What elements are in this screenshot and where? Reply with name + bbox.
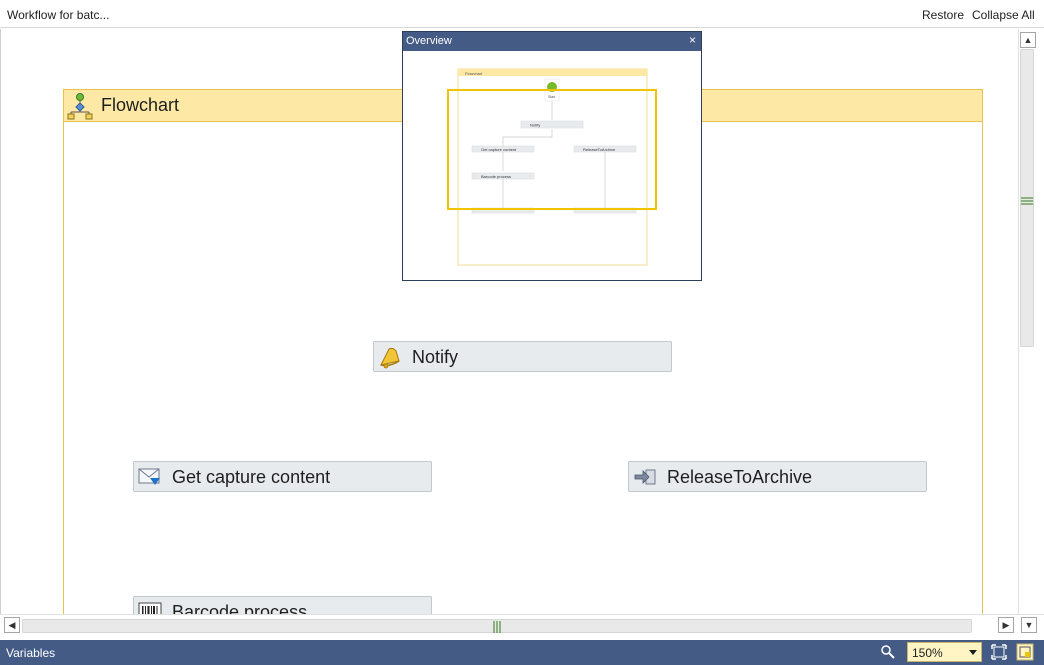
activity-release-to-archive[interactable]: ReleaseToArchive	[628, 461, 927, 492]
scroll-down-button-bottom[interactable]: ▼	[1021, 617, 1037, 633]
archive-arrow-icon	[634, 469, 656, 485]
grip-icon	[1021, 197, 1033, 205]
zoom-dropdown[interactable]: 150%	[907, 642, 982, 662]
horizontal-scrollbar[interactable]: ◀ ▶ ▼	[0, 614, 1044, 640]
mini-notify	[520, 120, 584, 129]
scroll-up-button[interactable]: ▲	[1020, 32, 1036, 48]
status-bar: Variables	[0, 640, 1044, 665]
restore-button[interactable]: Restore	[922, 8, 965, 22]
collapse-all-button[interactable]: Collapse All	[972, 8, 1035, 22]
chevron-down-icon	[969, 650, 977, 655]
overview-viewport-rect	[447, 89, 657, 210]
activity-barcode-process[interactable]: Barcode process	[133, 596, 432, 614]
mini-release-label: ReleaseToArchive	[583, 147, 616, 152]
scroll-left-button[interactable]: ◀	[4, 617, 20, 633]
activity-label: Notify	[412, 347, 459, 367]
mini-flowchart-header	[458, 69, 647, 76]
activity-get-capture-content[interactable]: Get capture content	[133, 461, 432, 492]
zoom-value: 150%	[912, 646, 943, 660]
mini-barcode	[471, 172, 535, 180]
mini-start-label: Start	[548, 95, 555, 99]
overview-toggle-icon[interactable]	[1016, 643, 1034, 661]
mini-release	[573, 145, 637, 153]
barcode-icon	[138, 602, 162, 614]
overview-panel[interactable]: Overview × Flowchart Start Notify Get ca…	[402, 31, 702, 281]
activity-label: Barcode process	[172, 602, 308, 614]
envelope-download-icon	[138, 468, 160, 485]
flowchart-icon	[67, 93, 93, 120]
vertical-scroll-thumb[interactable]	[1020, 49, 1034, 347]
mini-barcode-label: Barcode process	[481, 174, 511, 179]
activity-notify[interactable]: Notify	[373, 341, 672, 372]
overview-close-icon[interactable]: ×	[688, 33, 696, 47]
mini-flowchart-label: Flowchart	[465, 71, 483, 76]
overview-title: Overview	[406, 35, 452, 47]
mini-flowchart	[457, 68, 648, 266]
horizontal-scroll-thumb[interactable]	[22, 619, 972, 633]
scroll-right-button[interactable]: ▶	[998, 617, 1014, 633]
mini-notify-label: Notify	[530, 123, 540, 128]
workflow-title: Workflow for batc...	[7, 8, 110, 22]
grip-icon	[493, 621, 501, 633]
overview-titlebar[interactable]: Overview ×	[403, 32, 701, 51]
overview-minimap[interactable]: Flowchart Start Notify Get capture conte…	[403, 51, 701, 280]
mini-get-capture-label: Get capture content	[481, 147, 517, 152]
flowchart-title: Flowchart	[101, 95, 180, 115]
activity-label: ReleaseToArchive	[667, 467, 813, 487]
designer-header: Workflow for batc... Restore Collapse Al…	[0, 0, 1044, 28]
variables-tab[interactable]: Variables	[6, 646, 56, 660]
mini-get-capture	[471, 145, 535, 153]
bell-icon	[380, 347, 400, 369]
magnifier-icon[interactable]	[880, 644, 896, 660]
vertical-scrollbar[interactable]: ▲ ▼	[1018, 29, 1044, 631]
fit-screen-icon[interactable]	[991, 644, 1007, 660]
activity-label: Get capture content	[172, 467, 331, 487]
